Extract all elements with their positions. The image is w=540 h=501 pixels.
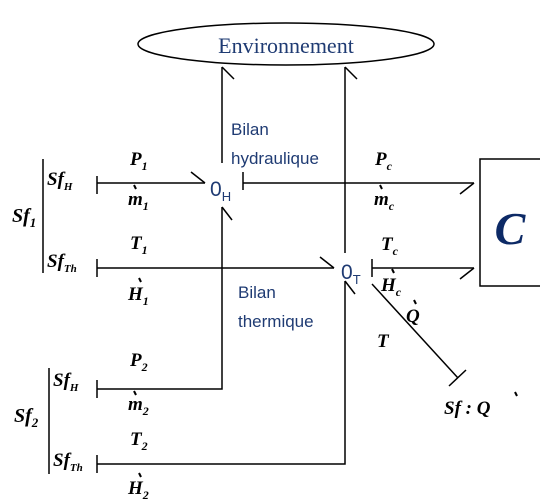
svg-text:SfTh: SfTh <box>53 450 83 474</box>
h1-label: H <box>127 284 144 305</box>
hc-dot <box>391 268 395 274</box>
q-label: Q <box>406 306 420 327</box>
thermal-balance-title-line2: thermique <box>238 312 314 331</box>
h2-subscript: 2 <box>142 488 149 501</box>
environment-node: Environnement <box>137 22 435 66</box>
sf2-subscript: 2 <box>31 415 39 430</box>
sf1-subscript: 1 <box>30 215 37 230</box>
bond-lines <box>96 66 475 473</box>
sf2-hydraulic-label: Sf <box>53 370 72 391</box>
sf1-hydraulic-label: Sf <box>47 169 66 190</box>
t2-subscript: 2 <box>141 439 148 453</box>
hydraulic-junction-subscript: H <box>222 189 231 204</box>
bond-variables: P1 m1 T1 H1 P2 m2 T2 H2 Pc mc Tc Hc Q T … <box>127 149 518 501</box>
svg-text:0T: 0T <box>341 261 361 287</box>
svg-text:Sf1: Sf1 <box>12 205 36 230</box>
svg-text:T2: T2 <box>130 429 148 453</box>
q-dot <box>413 299 417 305</box>
hc-label: H <box>380 275 397 296</box>
sf2-thermal-subscript: Th <box>70 462 83 474</box>
p1-subscript: 1 <box>142 159 148 173</box>
sf2-thermal-label: Sf <box>53 450 72 471</box>
m2-label: m <box>128 394 143 415</box>
sf1-group: Sf1 SfH SfTh <box>12 159 77 275</box>
p1-label: P <box>129 149 142 170</box>
h1-dot <box>138 277 142 283</box>
hydraulic-balance-title-line2: hydraulique <box>231 149 319 168</box>
t2-label: T <box>130 429 143 450</box>
svg-text:SfH: SfH <box>53 370 79 394</box>
svg-text:Pc: Pc <box>374 149 393 173</box>
p2-subscript: 2 <box>141 360 148 374</box>
hydraulic-junction-label: 0 <box>210 178 222 201</box>
svg-text:Tc: Tc <box>381 234 399 258</box>
svg-text:P2: P2 <box>129 350 148 374</box>
svg-text:T1: T1 <box>130 233 148 257</box>
m2-subscript: 2 <box>142 404 149 418</box>
svg-text:Sf2: Sf2 <box>14 405 39 430</box>
hc-subscript: c <box>396 285 402 299</box>
tc-label: T <box>381 234 394 255</box>
sf1-hydraulic-subscript: H <box>63 181 73 193</box>
sf2-hydraulic-subscript: H <box>69 382 79 394</box>
h2-label: H <box>127 478 144 499</box>
m2-dot <box>133 390 137 396</box>
t1-label: T <box>130 233 143 254</box>
mc-subscript: c <box>389 199 395 213</box>
sf2-group: Sf2 SfH SfTh <box>14 368 83 474</box>
svg-text:H2: H2 <box>127 478 149 501</box>
svg-text:SfH: SfH <box>47 169 73 193</box>
environment-label: Environnement <box>218 33 354 58</box>
svg-text:0H: 0H <box>210 178 231 204</box>
mc-dot <box>379 184 383 190</box>
svg-text:P1: P1 <box>129 149 148 173</box>
h1-subscript: 1 <box>143 294 149 308</box>
svg-text:m1: m1 <box>128 189 149 213</box>
sf2-label: Sf <box>14 405 34 427</box>
m1-label: m <box>128 189 143 210</box>
m1-dot <box>133 184 137 190</box>
pc-subscript: c <box>387 159 393 173</box>
t-label: T <box>377 331 390 352</box>
heat-source-dot <box>514 391 518 397</box>
p2-label: P <box>129 350 142 371</box>
component-c: C <box>479 158 540 287</box>
svg-text:SfTh: SfTh <box>47 251 77 275</box>
tc-subscript: c <box>393 244 399 258</box>
t1-subscript: 1 <box>142 243 148 257</box>
sf1-label: Sf <box>12 205 32 227</box>
hydraulic-junction: 0H Bilan hydraulique <box>210 120 319 204</box>
thermal-balance-title-line1: Bilan <box>238 283 276 302</box>
heat-source-label: Sf : Q <box>444 398 491 419</box>
svg-text:m2: m2 <box>128 394 149 418</box>
thermal-junction-label: 0 <box>341 261 353 284</box>
svg-text:H1: H1 <box>127 284 149 308</box>
m1-subscript: 1 <box>143 199 149 213</box>
mc-label: m <box>374 189 389 210</box>
component-c-label: C <box>495 203 527 254</box>
sf1-thermal-subscript: Th <box>64 263 77 275</box>
sf1-thermal-label: Sf <box>47 251 66 272</box>
hydraulic-balance-title-line1: Bilan <box>231 120 269 139</box>
svg-text:Hc: Hc <box>380 275 402 299</box>
h2-dot <box>138 472 142 478</box>
thermal-junction-subscript: T <box>353 272 361 287</box>
thermal-junction: 0T Bilan thermique <box>238 261 361 331</box>
pc-label: P <box>374 149 387 170</box>
svg-text:mc: mc <box>374 189 395 213</box>
